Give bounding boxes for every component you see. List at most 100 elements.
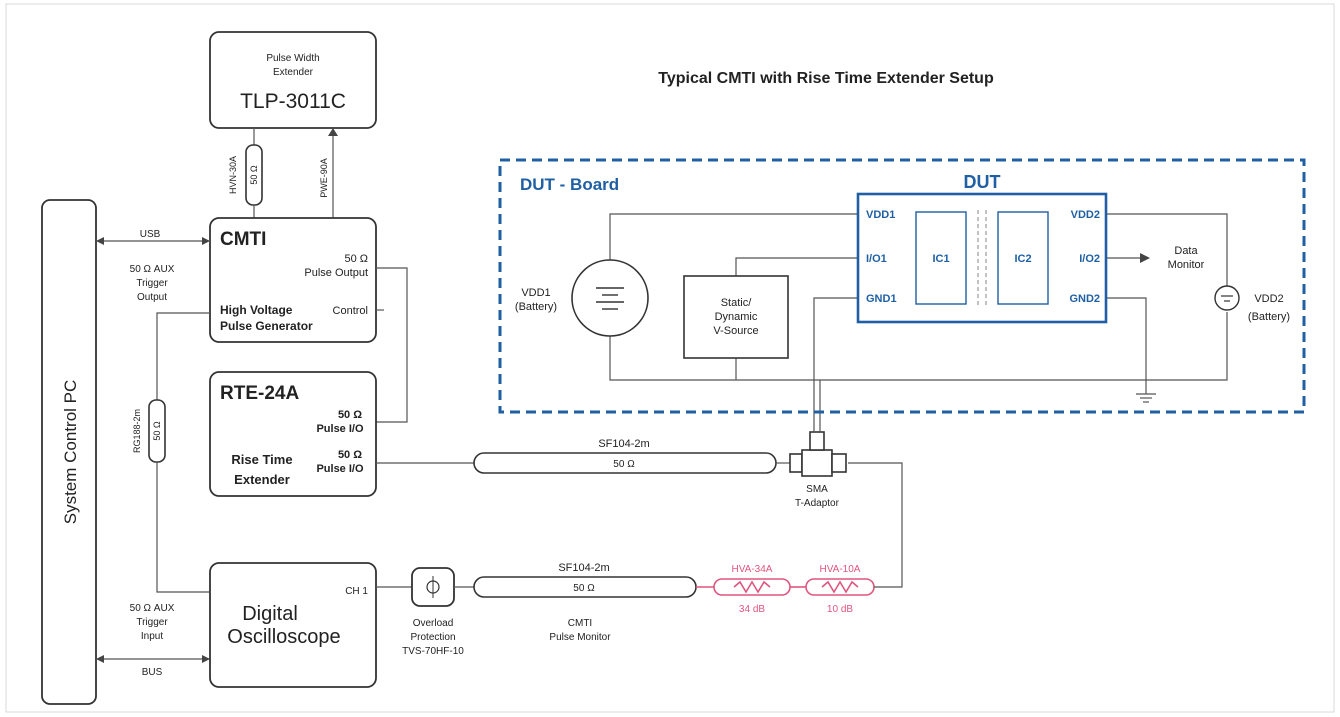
dut-board-label: DUT - Board [520, 175, 619, 194]
hvn-30a-label: HVN-30A [228, 156, 238, 194]
aux-in-line-3: Input [141, 631, 163, 642]
trigger-wire-upper [156, 312, 210, 400]
ground-rail-wire [609, 312, 1228, 381]
scope-ch1: CH 1 [345, 586, 368, 597]
ic2-label: IC2 [1014, 253, 1031, 265]
aux-out-line-2: Trigger [136, 278, 168, 289]
gnd2-wire [1106, 297, 1147, 394]
dut-vdd1: VDD1 [866, 209, 895, 221]
ic1-block [915, 211, 967, 305]
sf104-bottom-name: SF104-2m [558, 562, 609, 574]
rte-p1-ohm: 50 Ω [338, 409, 362, 421]
cmti-control: Control [333, 305, 368, 317]
io2-arrow-head [1140, 253, 1150, 263]
hva-10a-name: HVA-10A [820, 564, 861, 575]
v-source-line-2: Dynamic [715, 311, 758, 323]
vdd1-wire [609, 213, 858, 260]
cmti-hv-2: Pulse Generator [220, 319, 313, 333]
rte-p2-ohm: 50 Ω [338, 449, 362, 461]
aux-out-line-3: Output [137, 292, 167, 303]
extender-label-2: Extender [273, 67, 314, 78]
pwe-90a-label: PWE-90A [319, 158, 329, 198]
dut-gnd2: GND2 [1069, 293, 1100, 305]
vdd1-battery-icon [571, 259, 649, 337]
dut-gnd1: GND1 [866, 293, 897, 305]
bus-arrow-left [96, 655, 104, 663]
vdd2-battery-line-2: (Battery) [1248, 311, 1290, 323]
bus-arrow-right [202, 655, 210, 663]
dut-box [856, 192, 1108, 324]
aux-out-line-1: 50 Ω AUX [130, 264, 175, 275]
vdd2-battery-line-1: VDD2 [1254, 293, 1283, 305]
ic1-label: IC1 [932, 253, 949, 265]
extender-label-1: Pulse Width [266, 53, 319, 64]
dut-vdd2: VDD2 [1071, 209, 1100, 221]
ic2-block [997, 211, 1049, 305]
cmti-hv-1: High Voltage [220, 303, 293, 317]
pwe-arrow-head [328, 128, 338, 136]
data-monitor-line-2: Monitor [1168, 259, 1205, 271]
vdd2-battery-icon [1214, 285, 1240, 311]
rte-rise-2: Extender [234, 472, 290, 487]
usb-arrow-right [202, 237, 210, 245]
overload-line-1: Overload [413, 618, 454, 629]
hva-34a-name: HVA-34A [732, 564, 773, 575]
vdd1-battery-line-1: VDD1 [521, 287, 550, 299]
gnd1-feed-wire-a [813, 297, 858, 432]
system-control-pc-label: System Control PC [61, 380, 80, 525]
sf104-top-name: SF104-2m [598, 438, 649, 450]
cmti-pulse-output: Pulse Output [304, 267, 368, 279]
rg188-label: RG188-2m [132, 409, 142, 453]
rte-24a-box [209, 371, 377, 497]
usb-arrow-left [96, 237, 104, 245]
diagram-title: Typical CMTI with Rise Time Extender Set… [658, 70, 994, 87]
vdd1-battery-line-2: (Battery) [515, 301, 557, 313]
dut-io1: I/O1 [866, 253, 887, 265]
hva-10a-db: 10 dB [827, 604, 853, 615]
rte-p2-label: Pulse I/O [316, 463, 364, 475]
dut-board-region [498, 158, 1306, 414]
attenuator-return-wire [848, 462, 903, 588]
v-source-line-3: V-Source [713, 325, 758, 337]
overload-line-2: Protection [410, 632, 455, 643]
hva-34a-db: 34 dB [739, 604, 765, 615]
cmti-monitor-line-2: Pulse Monitor [549, 632, 611, 643]
diagram-frame [5, 3, 1335, 713]
usb-label: USB [140, 229, 161, 240]
hvn-30a-impedance: 50 Ω [249, 165, 259, 185]
cmti-out-ohm: 50 Ω [344, 253, 368, 265]
cmti-title: CMTI [220, 229, 266, 250]
sf104-bottom-imp: 50 Ω [573, 583, 595, 594]
pulse-width-extender-box [209, 31, 377, 129]
overload-line-3: TVS-70HF-10 [402, 646, 464, 657]
scope-line-2: Oscilloscope [227, 626, 340, 648]
vdd2-wire [1106, 213, 1228, 286]
tadaptor-right-port [831, 453, 847, 473]
cmti-monitor-line-1: CMTI [568, 618, 592, 629]
tadaptor-body [801, 449, 833, 477]
scope-line-1: Digital [242, 603, 298, 625]
tadaptor-top-port [809, 431, 825, 451]
hva-34a-resistor-icon [733, 580, 771, 594]
aux-in-line-2: Trigger [136, 617, 168, 628]
rg188-impedance: 50 Ω [152, 421, 162, 441]
aux-in-line-1: 50 Ω AUX [130, 603, 175, 614]
pulse-output-loop [376, 267, 408, 423]
io1-wire [735, 257, 858, 276]
extender-model: TLP-3011C [240, 90, 346, 113]
dut-io2: I/O2 [1079, 253, 1100, 265]
tadaptor-left-port [789, 453, 803, 473]
rte-rise-1: Rise Time [231, 452, 292, 467]
sf104-top-imp: 50 Ω [613, 459, 635, 470]
dut-title: DUT [964, 172, 1001, 192]
trigger-wire-lower [156, 462, 210, 593]
hva-10a-resistor-icon [821, 580, 859, 594]
rte-title: RTE-24A [220, 383, 299, 404]
tadaptor-line-1: SMA [806, 484, 828, 495]
oscilloscope-box [209, 562, 377, 688]
data-monitor-line-1: Data [1174, 245, 1198, 257]
system-control-pc-box [41, 199, 97, 705]
bus-label: BUS [142, 667, 163, 678]
cmti-box [209, 217, 377, 343]
